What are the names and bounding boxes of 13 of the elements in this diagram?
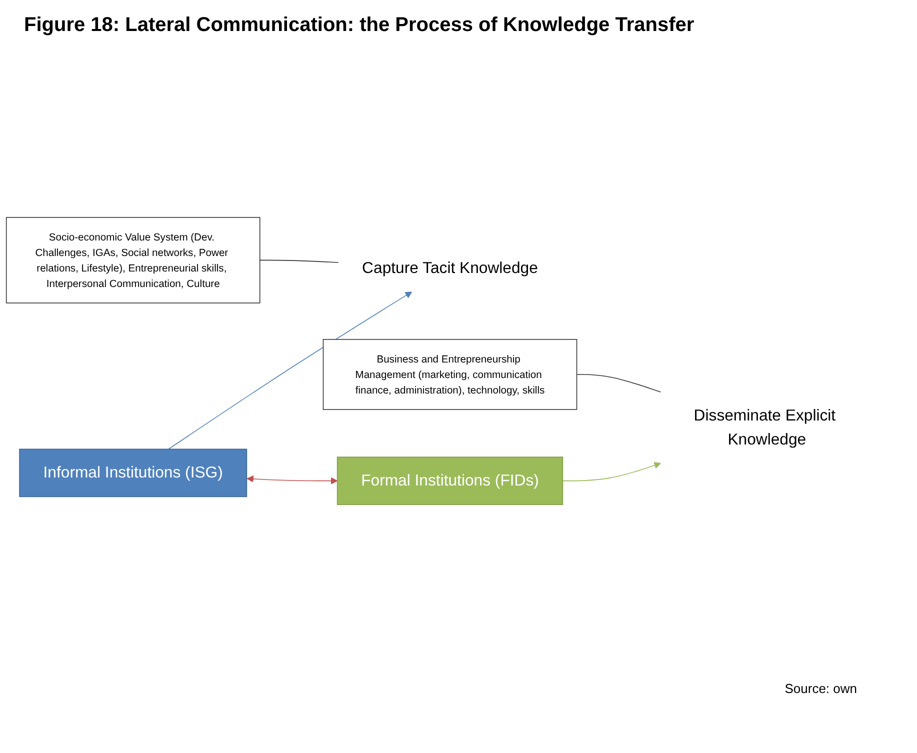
node-box: Business and Entrepreneurship Management (marketing, communication finance, administration), technology, skills <box>322 339 578 410</box>
node-text: Capture Tacit Knowledge <box>362 259 538 277</box>
connector <box>259 260 339 263</box>
arrow <box>246 475 338 484</box>
node-box: Formal Institutions (FIDs) <box>336 456 564 505</box>
figure-title: Figure 18: Lateral Communication: the Process of Knowledge Transfer <box>24 14 696 37</box>
node-box: Informal Institutions (ISG) <box>19 448 248 498</box>
connector <box>576 374 662 392</box>
node-text: Disseminate Explicit Knowledge <box>694 407 836 448</box>
arrow <box>168 292 412 450</box>
source-note: Source: own <box>784 681 857 696</box>
node-box: Socio-economic Value System (Dev. Challenges, IGAs, Social networks, Power relations, Lifestyle), Entrepreneurial skills, Interpersonal Communication, Culture <box>6 217 260 304</box>
arrow <box>562 462 661 482</box>
